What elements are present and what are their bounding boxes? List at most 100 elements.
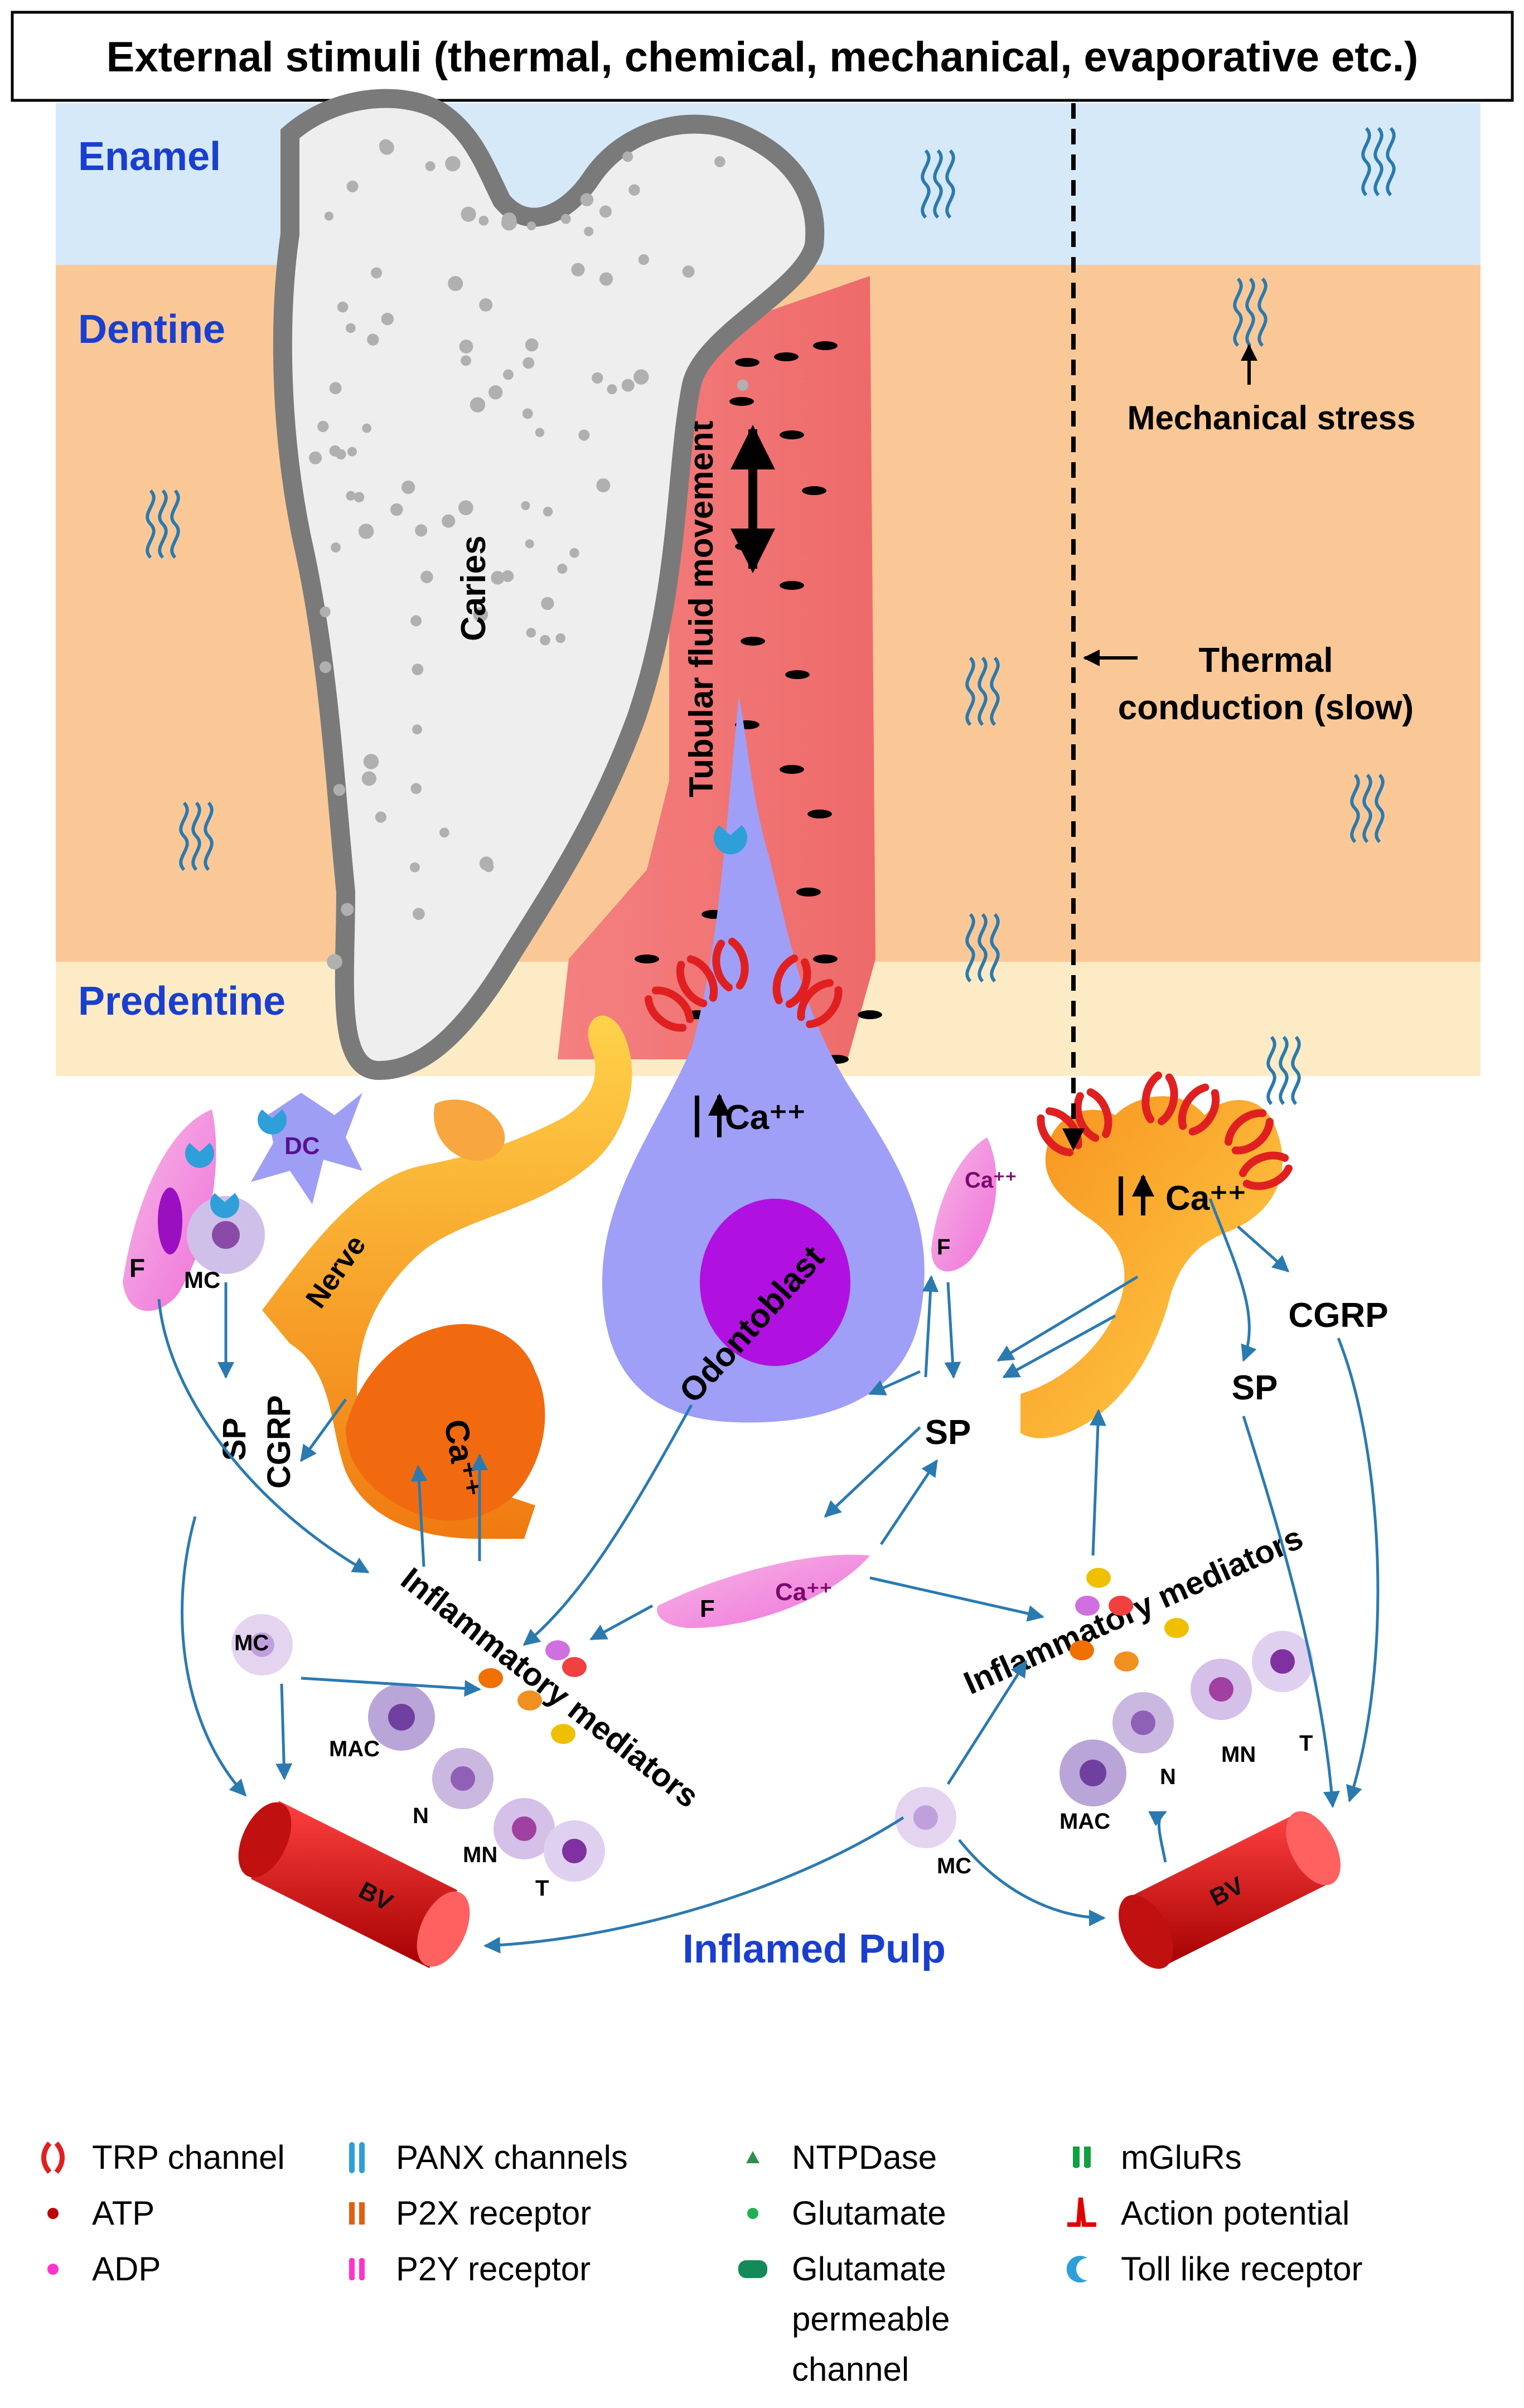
caries-particle bbox=[541, 597, 554, 611]
fibroblast-label-3: F bbox=[700, 1595, 715, 1622]
fluid-particle bbox=[807, 810, 832, 818]
t-cell-2-nucleus bbox=[1270, 1649, 1295, 1674]
caries-particle bbox=[347, 447, 357, 457]
legend-label: Glutamate bbox=[792, 2194, 946, 2232]
monocyte-cell-nucleus bbox=[512, 1816, 536, 1841]
caries-particle bbox=[346, 323, 356, 333]
legend-item: ATP bbox=[47, 2194, 154, 2232]
monocyte-cell-2-nucleus bbox=[1209, 1677, 1233, 1702]
signalling-arrow bbox=[157, 1299, 370, 1574]
toll-like-receptor-icon bbox=[1066, 2256, 1087, 2283]
caries-particle bbox=[599, 272, 613, 286]
signalling-arrow bbox=[299, 1398, 347, 1462]
neutrophil-cell-nucleus bbox=[451, 1766, 475, 1791]
fibroblast-calcium-label-3: Ca⁺⁺ bbox=[775, 1578, 833, 1606]
trp-channel-icon bbox=[712, 937, 749, 992]
fluid-particle bbox=[635, 955, 659, 963]
heat-wave-icon bbox=[1361, 127, 1396, 197]
heat-wave-icon bbox=[965, 656, 1000, 726]
caries-particle bbox=[412, 663, 424, 676]
caries-particle bbox=[714, 156, 725, 167]
toll-like-receptor-icon-4 bbox=[210, 1193, 239, 1218]
fluid-particle bbox=[735, 358, 759, 367]
caries-particle bbox=[459, 340, 473, 353]
fibroblast-calcium-label-2: Ca⁺⁺ bbox=[965, 1168, 1017, 1193]
signalling-arrow bbox=[922, 1275, 939, 1378]
right-sp-label: SP bbox=[1232, 1369, 1278, 1407]
caries-particle bbox=[346, 491, 356, 501]
signalling-arrow bbox=[522, 1404, 693, 1646]
mediator-particle bbox=[517, 1690, 542, 1711]
fluid-particle bbox=[729, 397, 754, 406]
legend-item: Action potential bbox=[1067, 2194, 1349, 2232]
thermal-label-line2: conduction (slow) bbox=[1118, 689, 1414, 727]
odontoblast-nucleus bbox=[700, 1199, 850, 1366]
right-calcium-label: Ca⁺⁺ bbox=[1165, 1179, 1246, 1218]
signalling-arrow bbox=[1002, 1314, 1116, 1379]
legend-label: permeable bbox=[792, 2300, 950, 2338]
fluid-particle bbox=[741, 637, 765, 646]
trp-channel-icon bbox=[1224, 1109, 1274, 1155]
caries-particle bbox=[525, 338, 539, 352]
macrophage-cell-2-nucleus bbox=[1080, 1760, 1106, 1786]
caries-particle bbox=[638, 254, 650, 265]
heat-wave-icon bbox=[146, 489, 180, 559]
mediator-particle bbox=[1070, 1640, 1094, 1660]
signalling-arrow bbox=[958, 1839, 1106, 1926]
caries-particle bbox=[525, 539, 534, 549]
caries-particle bbox=[596, 478, 611, 493]
caries-particle bbox=[557, 564, 568, 574]
right-calcium-arrows bbox=[1119, 1176, 1143, 1215]
legend-item: NTPDase bbox=[746, 2139, 937, 2176]
glutamate-channel-icon bbox=[738, 2260, 767, 2278]
caries-particle bbox=[358, 524, 374, 539]
signalling-arrow bbox=[589, 1604, 654, 1641]
right-cgrp-label: CGRP bbox=[1288, 1296, 1388, 1335]
heat-wave-icon bbox=[1350, 773, 1385, 844]
signalling-arrow bbox=[996, 1275, 1139, 1362]
caries-particle bbox=[633, 369, 649, 385]
panx-channel-icon bbox=[349, 2142, 365, 2173]
caries-particle bbox=[375, 811, 386, 823]
tubular-fluid-label: Tubular fluid movement bbox=[683, 420, 720, 797]
trp-channel-icon bbox=[41, 2141, 65, 2174]
caries-particle bbox=[737, 379, 748, 391]
center-sp-label: SP bbox=[925, 1413, 971, 1452]
caries-particle bbox=[491, 571, 505, 585]
left-sp-label: SP bbox=[216, 1418, 253, 1461]
fluid-particle bbox=[785, 670, 810, 679]
mast-cell-label: MC bbox=[184, 1267, 220, 1293]
caries-particle bbox=[592, 372, 603, 384]
t-cell-label: T bbox=[535, 1876, 549, 1901]
mediator-particles bbox=[478, 1568, 1189, 1744]
legend-label: NTPDase bbox=[792, 2139, 937, 2176]
trp-channel-icon bbox=[772, 954, 811, 1009]
caries-particle bbox=[522, 357, 535, 369]
caries-particle bbox=[578, 429, 590, 441]
t-cell-nucleus bbox=[562, 1839, 587, 1863]
heat-wave-icon bbox=[965, 913, 1000, 983]
caries-particle bbox=[535, 428, 545, 437]
caries-particle bbox=[342, 906, 352, 916]
caries-particle bbox=[461, 206, 476, 222]
caries-particle bbox=[415, 524, 428, 537]
adp-dot-icon bbox=[47, 2264, 59, 2275]
signalling-arrow bbox=[181, 1516, 247, 1797]
trp-channel-icon bbox=[644, 986, 694, 1032]
neutrophil-cell-2-nucleus bbox=[1131, 1711, 1155, 1735]
legend-item: mGluRs bbox=[1073, 2139, 1242, 2176]
legend-label: TRP channel bbox=[92, 2139, 285, 2176]
caries-particle bbox=[488, 385, 503, 400]
caries-particle bbox=[580, 193, 594, 206]
caries-particle bbox=[390, 503, 403, 516]
mediator-particle bbox=[562, 1657, 587, 1677]
caries-particle bbox=[540, 634, 550, 646]
atp-dot-icon bbox=[47, 2208, 59, 2219]
signalling-arrow bbox=[1242, 1416, 1340, 1808]
inflamed-pulp-label: Inflamed Pulp bbox=[683, 1927, 946, 1971]
caries-particle bbox=[329, 382, 342, 395]
caries-particle bbox=[607, 384, 617, 395]
caries-particle bbox=[527, 221, 536, 231]
thermal-label-line1: Thermal bbox=[1198, 641, 1333, 680]
caries-particle bbox=[320, 606, 331, 618]
